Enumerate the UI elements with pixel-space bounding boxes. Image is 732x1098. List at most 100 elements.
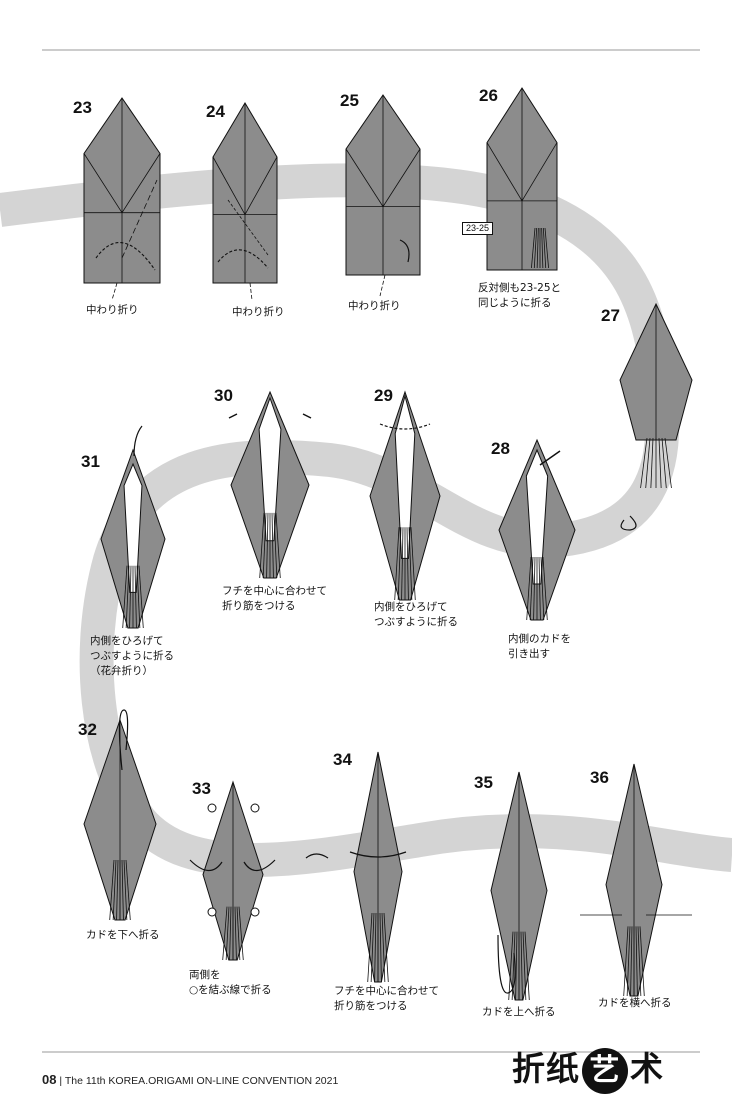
figure-29-points xyxy=(410,527,416,601)
caption-29: 内側をひろげてつぶすように折る xyxy=(374,601,458,628)
figure-33-points xyxy=(234,906,237,961)
fold-down-arrow-32 xyxy=(118,709,129,771)
step-number-30: 30 xyxy=(214,386,233,405)
next-arrow xyxy=(305,853,329,859)
caption-26: 反対側も23-25と同じように折る xyxy=(478,282,562,309)
figure-34-points xyxy=(367,912,373,983)
figure-27-points xyxy=(645,437,651,489)
figure-29-points xyxy=(397,527,402,601)
figure-33-points xyxy=(222,906,228,961)
figure-36-points xyxy=(626,926,631,997)
figure-34-points xyxy=(379,912,382,983)
figure-27-points xyxy=(658,437,662,489)
figure-32-points xyxy=(112,859,117,921)
figure-26-points xyxy=(533,227,538,269)
figure-33-points xyxy=(225,906,230,961)
figure-32-points xyxy=(116,859,119,921)
pull-arrow-28 xyxy=(539,450,561,466)
step-number-26: 26 xyxy=(479,86,498,105)
step-number-24: 24 xyxy=(206,102,225,121)
figure-27-points xyxy=(661,437,667,489)
caption-34: フチを中心に合わせて折り筋をつける xyxy=(334,985,439,1012)
figure-27-points xyxy=(640,437,648,489)
caption-32: カドを下へ折る xyxy=(86,929,160,941)
figure-31-points xyxy=(122,565,128,629)
figure-36-points xyxy=(639,926,645,997)
landmark-circle-3 xyxy=(250,907,260,917)
figure-28-points xyxy=(542,556,548,621)
figure-28-points xyxy=(538,556,541,621)
petal-arrow-31 xyxy=(133,425,143,457)
figure-35-points xyxy=(515,931,518,1001)
step-number-29: 29 xyxy=(374,386,393,405)
figure-32-points xyxy=(109,859,115,921)
figure-31-points xyxy=(134,565,137,629)
figure-25-crease-r xyxy=(382,148,421,207)
step-number-23: 23 xyxy=(73,98,92,117)
step-number-34: 34 xyxy=(333,750,352,769)
figure-36-points xyxy=(637,926,642,997)
pointer-25 xyxy=(379,274,386,297)
step-number-31: 31 xyxy=(81,452,100,471)
figure-36-points xyxy=(623,926,629,997)
caption-25: 中わり折り xyxy=(348,300,401,312)
step-number-28: 28 xyxy=(491,439,510,458)
figure-26-crease-r xyxy=(521,142,558,202)
figure-35-points xyxy=(522,931,527,1001)
caption-28: 内側のカドを引き出す xyxy=(508,633,571,660)
figure-36-points xyxy=(630,926,633,997)
figure-29-points xyxy=(394,527,400,601)
figure-33-points xyxy=(236,906,241,961)
step-number-33: 33 xyxy=(192,779,211,798)
figure-34-points xyxy=(381,912,386,983)
origami-figures xyxy=(83,87,693,1001)
figure-29-points xyxy=(406,527,409,601)
figure-36-points xyxy=(635,926,638,997)
pointer-23 xyxy=(111,282,118,301)
fold-line-23 xyxy=(121,179,158,259)
figure-28-points xyxy=(526,556,532,621)
pointer-24 xyxy=(249,282,253,301)
brand-logo: 折纸艺术 xyxy=(512,1042,664,1094)
figure-23-crease-r xyxy=(121,153,161,213)
landmark-circle-2 xyxy=(207,907,217,917)
figure-29-points xyxy=(408,527,413,601)
figure-24-crease-l xyxy=(212,156,246,215)
step-number-27: 27 xyxy=(601,306,620,325)
figure-33-points xyxy=(229,906,232,961)
figure-28-points xyxy=(529,556,534,621)
figure-30-points xyxy=(275,512,281,579)
caption-35: カドを上へ折る xyxy=(482,1006,556,1018)
caption-36: カドを横へ折る xyxy=(598,997,672,1009)
figure-27-points xyxy=(664,437,672,489)
figure-25-crease-l xyxy=(345,148,384,207)
figure-31-points xyxy=(136,565,141,629)
step-number-35: 35 xyxy=(474,773,493,792)
fold-arrows-33 xyxy=(189,859,276,872)
figure-28-points xyxy=(533,556,536,621)
landmark-circle-0 xyxy=(207,803,217,813)
figure-29-points xyxy=(401,527,404,601)
figure-34-points xyxy=(383,912,389,983)
figure-33-points xyxy=(238,906,244,961)
figure-34-points xyxy=(370,912,375,983)
figure-26-points xyxy=(544,227,549,269)
figure-27-points xyxy=(650,437,654,489)
figure-30-points xyxy=(262,512,267,579)
figure-26-points xyxy=(536,227,539,269)
figure-35-points xyxy=(524,931,530,1001)
crease-arrows-34 xyxy=(349,851,407,858)
caption-30: フチを中心に合わせて折り筋をつける xyxy=(222,585,327,612)
landmark-circle-1 xyxy=(250,803,260,813)
figure-30-points xyxy=(271,512,274,579)
figure-35-points xyxy=(508,931,514,1001)
figure-24-crease-r xyxy=(244,156,278,215)
figure-35-points xyxy=(520,931,523,1001)
step-26-reference-label: 23-25 xyxy=(462,222,494,235)
step-number-36: 36 xyxy=(590,768,609,787)
crease-arrows-30 xyxy=(228,413,312,419)
figure-26-points xyxy=(531,227,536,269)
page-number: 08 xyxy=(42,1072,57,1087)
fold-up-arrow-35 xyxy=(497,934,516,994)
figure-23-crease-l xyxy=(83,153,123,213)
